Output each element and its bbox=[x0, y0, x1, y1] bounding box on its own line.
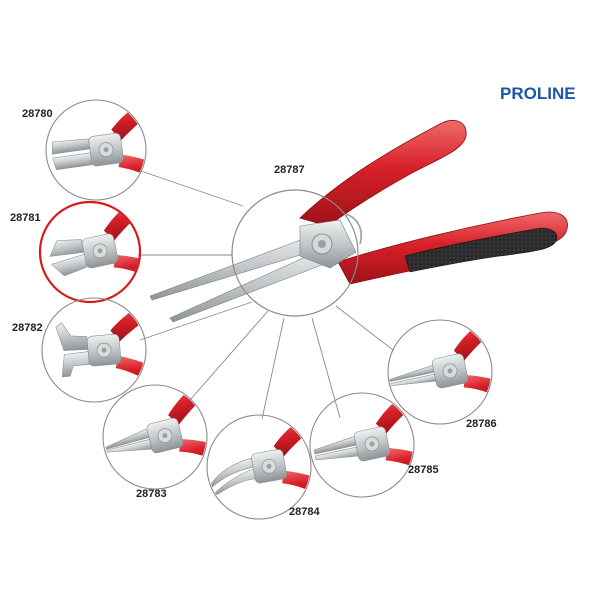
flat-nose-pliers-head-icon bbox=[309, 392, 415, 498]
variant-code-28785: 28785 bbox=[408, 464, 439, 476]
needle-nose-pliers-icon bbox=[149, 120, 568, 323]
variant-circles bbox=[38, 99, 493, 520]
variant-circle-28785 bbox=[309, 392, 415, 498]
variant-code-28786: 28786 bbox=[466, 418, 497, 430]
half-round-nose-pliers-head-icon bbox=[102, 384, 208, 490]
variant-code-28782: 28782 bbox=[12, 322, 43, 334]
main-product-code: 28787 bbox=[274, 164, 305, 176]
variant-circle-28784 bbox=[206, 414, 312, 520]
round-nose-pliers-head-icon bbox=[387, 319, 493, 425]
variant-code-28781: 28781 bbox=[10, 212, 41, 224]
variant-circle-28781 bbox=[38, 200, 142, 304]
variant-code-28784: 28784 bbox=[289, 506, 320, 518]
variant-circle-28780 bbox=[45, 99, 147, 201]
diagonal-cutter-head-icon bbox=[38, 200, 142, 304]
variant-circle-28783 bbox=[102, 384, 208, 490]
bent-nose-pliers-head-icon bbox=[206, 414, 312, 520]
variant-code-28780: 28780 bbox=[22, 108, 53, 120]
proline-logo: PROLINE bbox=[500, 84, 576, 103]
variant-code-28783: 28783 bbox=[136, 488, 167, 500]
variant-circle-28786 bbox=[387, 319, 493, 425]
variant-circle-28782 bbox=[41, 297, 147, 403]
main-product-circle bbox=[231, 189, 359, 317]
connector-lines bbox=[137, 169, 394, 420]
combination-pliers-head-icon bbox=[45, 99, 147, 201]
